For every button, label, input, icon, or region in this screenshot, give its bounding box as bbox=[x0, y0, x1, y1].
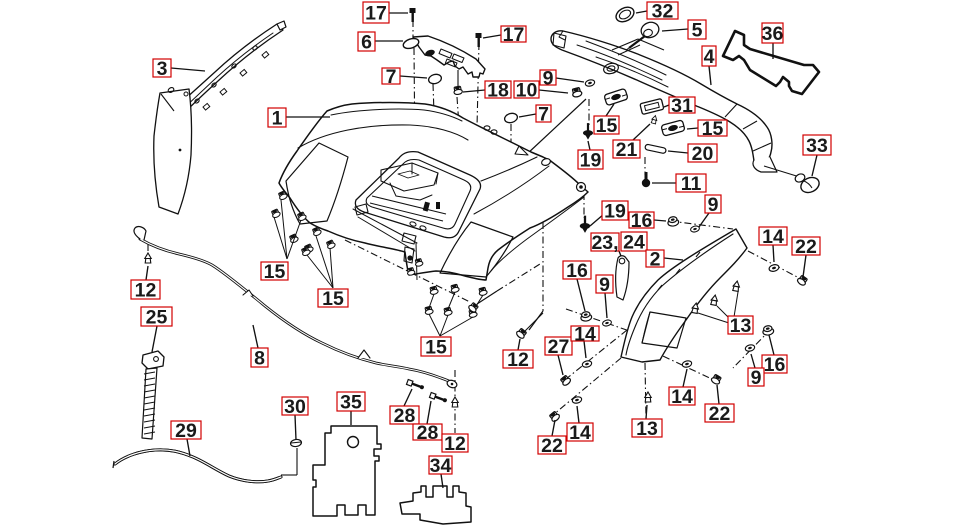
svg-text:14: 14 bbox=[762, 226, 784, 248]
svg-text:17: 17 bbox=[365, 3, 387, 25]
svg-text:32: 32 bbox=[652, 1, 674, 23]
svg-text:31: 31 bbox=[671, 95, 693, 117]
svg-text:30: 30 bbox=[284, 396, 306, 418]
svg-text:15: 15 bbox=[264, 261, 286, 283]
svg-text:14: 14 bbox=[671, 386, 693, 408]
svg-text:6: 6 bbox=[361, 32, 372, 54]
svg-text:36: 36 bbox=[762, 23, 784, 45]
svg-text:20: 20 bbox=[692, 143, 714, 165]
svg-text:2: 2 bbox=[650, 249, 661, 271]
svg-text:9: 9 bbox=[751, 367, 762, 389]
svg-text:12: 12 bbox=[135, 280, 157, 302]
svg-text:1: 1 bbox=[272, 108, 283, 130]
svg-text:19: 19 bbox=[580, 150, 602, 172]
svg-text:13: 13 bbox=[730, 315, 752, 337]
svg-text:27: 27 bbox=[548, 336, 570, 358]
svg-text:10: 10 bbox=[516, 80, 538, 102]
svg-text:15: 15 bbox=[322, 288, 344, 310]
svg-text:15: 15 bbox=[425, 337, 447, 359]
svg-text:12: 12 bbox=[507, 349, 529, 371]
svg-text:22: 22 bbox=[709, 403, 731, 425]
svg-text:14: 14 bbox=[569, 422, 591, 444]
svg-text:16: 16 bbox=[631, 210, 653, 232]
svg-text:19: 19 bbox=[604, 201, 626, 223]
svg-text:14: 14 bbox=[574, 324, 596, 346]
svg-text:16: 16 bbox=[764, 354, 786, 376]
svg-text:5: 5 bbox=[692, 20, 703, 42]
svg-text:17: 17 bbox=[503, 24, 525, 46]
svg-text:22: 22 bbox=[795, 236, 817, 258]
svg-text:34: 34 bbox=[430, 455, 452, 477]
svg-text:11: 11 bbox=[681, 173, 702, 195]
svg-text:28: 28 bbox=[394, 405, 416, 427]
svg-text:24: 24 bbox=[623, 232, 645, 254]
svg-text:22: 22 bbox=[541, 435, 563, 457]
svg-text:29: 29 bbox=[175, 420, 197, 442]
svg-text:33: 33 bbox=[806, 135, 828, 157]
svg-text:18: 18 bbox=[487, 80, 509, 102]
svg-text:8: 8 bbox=[254, 348, 265, 370]
svg-text:21: 21 bbox=[616, 139, 638, 161]
svg-text:15: 15 bbox=[702, 118, 724, 140]
svg-text:7: 7 bbox=[538, 104, 549, 126]
svg-text:23,: 23, bbox=[591, 232, 618, 254]
svg-text:25: 25 bbox=[146, 307, 168, 329]
svg-text:16: 16 bbox=[566, 260, 588, 282]
svg-text:4: 4 bbox=[704, 46, 715, 68]
svg-text:9: 9 bbox=[543, 68, 554, 90]
svg-text:9: 9 bbox=[599, 274, 610, 296]
svg-text:3: 3 bbox=[157, 58, 168, 80]
svg-text:9: 9 bbox=[708, 194, 719, 216]
svg-text:12: 12 bbox=[444, 433, 466, 455]
svg-text:7: 7 bbox=[386, 66, 397, 88]
svg-text:28: 28 bbox=[417, 422, 439, 444]
svg-text:15: 15 bbox=[596, 115, 618, 137]
svg-text:35: 35 bbox=[340, 392, 362, 414]
svg-text:13: 13 bbox=[636, 418, 658, 440]
